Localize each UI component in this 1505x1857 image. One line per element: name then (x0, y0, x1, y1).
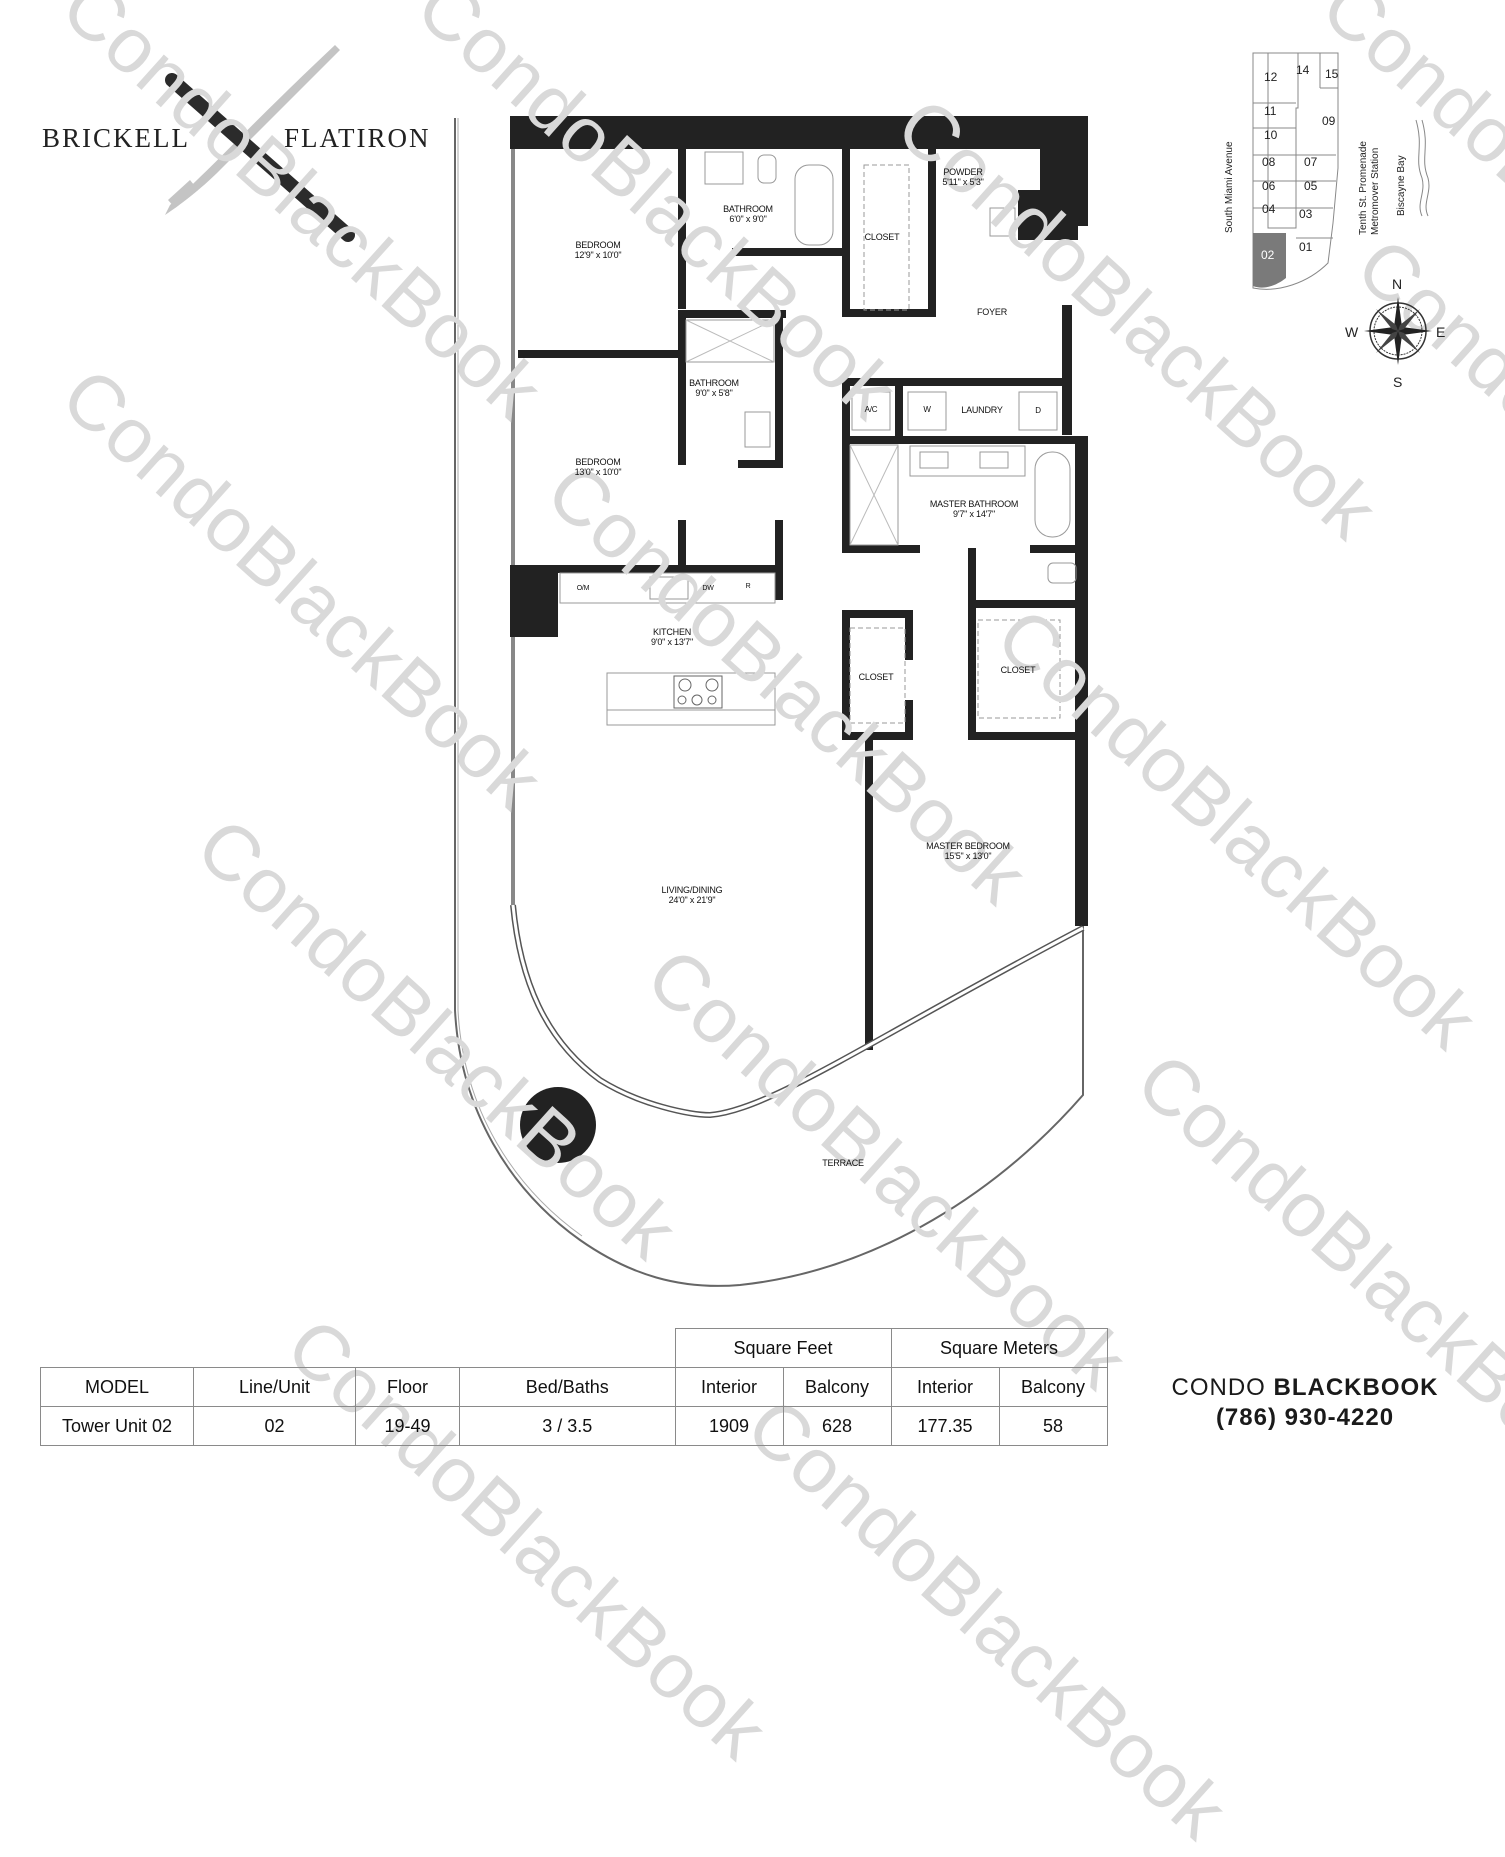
cell-model: Tower Unit 02 (40, 1406, 194, 1446)
compass-s: S (1393, 374, 1403, 390)
keyplan-unit-08: 08 (1262, 155, 1276, 169)
header-floor: Floor (355, 1367, 460, 1407)
room-laundry: LAUNDRY (961, 405, 1003, 415)
brand-name-bold: BLACKBOOK (1273, 1374, 1439, 1401)
cell-sqft-interior: 1909 (674, 1406, 784, 1446)
room-foyer: FOYER (976, 307, 1007, 317)
room-bedroom-1: BEDROOM 12'9" x 10'0" (574, 240, 622, 260)
room-master-bedroom: MASTER BEDROOM 15'5" x 13'0" (926, 841, 1010, 861)
cell-line-unit: 02 (193, 1406, 356, 1446)
compass-w: W (1345, 324, 1359, 340)
keyplan-unit-03: 03 (1299, 207, 1313, 221)
room-bathroom-1: BATHROOM 6'0" x 9'0" (723, 204, 773, 224)
street-south-miami-avenue: South Miami Avenue (1224, 141, 1235, 233)
header-square-feet: Square Feet (674, 1328, 892, 1368)
logo-flatiron: FLATIRON (284, 123, 431, 153)
spec-table: Square Feet Square Meters MODEL Line/Uni… (40, 1328, 1108, 1446)
room-closet-1: CLOSET (864, 232, 900, 242)
cell-sqft-balcony: 628 (782, 1406, 892, 1446)
metromover-station: Metromover Station (1370, 147, 1381, 235)
keyplan-unit-09: 09 (1322, 114, 1336, 128)
watermark-text: CondoBlackBook (730, 1380, 1245, 1856)
compass-e: E (1436, 324, 1446, 340)
condo-blackbook-brand: CONDO BLACKBOOK (786) 930-4220 (1140, 1373, 1470, 1433)
header-bed-baths: Bed/Baths (459, 1367, 676, 1407)
keyplan-unit-06: 06 (1262, 179, 1276, 193)
column-circle (520, 1087, 596, 1163)
keyplan-unit-05: 05 (1304, 179, 1318, 193)
keyplan-unit-11: 11 (1264, 104, 1277, 118)
cell-floor: 19-49 (355, 1406, 460, 1446)
biscayne-bay: Biscayne Bay (1396, 155, 1407, 216)
header-square-meters: Square Meters (890, 1328, 1108, 1368)
room-terrace: TERRACE (822, 1158, 864, 1168)
keyplan-unit-14: 14 (1296, 63, 1310, 77)
keyplan-unit-04: 04 (1262, 202, 1276, 216)
room-closet-3: CLOSET (1000, 665, 1036, 675)
appliance-oven-microwave: O/M (576, 585, 590, 592)
room-living-dining: LIVING/DINING 24'0" x 21'9" (661, 885, 723, 905)
cell-sqm-interior: 177.35 (890, 1406, 1000, 1446)
room-kitchen: KITCHEN 9'0" x 13'7" (651, 627, 693, 647)
appliance-dishwasher: DW (702, 585, 714, 592)
water-wave-icon (1415, 119, 1430, 217)
keyplan-unit-12: 12 (1264, 70, 1278, 84)
floorplan-drawing (454, 116, 1088, 1287)
appliance-ac: A/C (864, 405, 878, 414)
keyplan-unit-07: 07 (1304, 155, 1318, 169)
room-bedroom-2: BEDROOM 13'0" x 10'0" (574, 457, 622, 477)
appliance-dryer: D (1035, 406, 1041, 415)
header-sqm-balcony: Balcony (998, 1367, 1108, 1407)
keyplan-unit-15: 15 (1325, 67, 1339, 81)
logo-brickell: BRICKELL (42, 123, 190, 153)
street-tenth-st-promenade: Tenth St. Promenade (1358, 141, 1369, 235)
keyplan-unit-02-highlighted: 02 (1261, 248, 1275, 262)
appliance-refrigerator: R (745, 583, 751, 590)
keyplan-outline-icon (1252, 52, 1339, 290)
room-bathroom-2: BATHROOM 9'0" x 5'8" (689, 378, 739, 398)
header-line-unit: Line/Unit (193, 1367, 356, 1407)
room-closet-2: CLOSET (858, 672, 894, 682)
brand-name-light: CONDO (1171, 1374, 1274, 1401)
table-row: Tower Unit 02 02 19-49 3 / 3.5 1909 628 … (40, 1406, 1108, 1446)
header-sqm-interior: Interior (890, 1367, 1000, 1407)
header-model: MODEL (40, 1367, 194, 1407)
compass-n: N (1392, 276, 1403, 292)
room-master-bathroom: MASTER BATHROOM 9'7" x 14'7" (929, 499, 1019, 519)
header-sqft-balcony: Balcony (782, 1367, 892, 1407)
keyplan-unit-10: 10 (1264, 128, 1278, 142)
header-sqft-interior: Interior (674, 1367, 784, 1407)
cell-bed-baths: 3 / 3.5 (459, 1406, 676, 1446)
room-powder: POWDER 5'11" x 5'3" (942, 167, 984, 187)
compass-rose-icon (1364, 297, 1432, 365)
brand-phone[interactable]: (786) 930-4220 (1215, 1404, 1395, 1431)
appliance-washer: W (923, 405, 931, 414)
logo-x-mark-icon (165, 45, 355, 242)
cell-sqm-balcony: 58 (998, 1406, 1108, 1446)
keyplan-unit-01: 01 (1299, 240, 1313, 254)
